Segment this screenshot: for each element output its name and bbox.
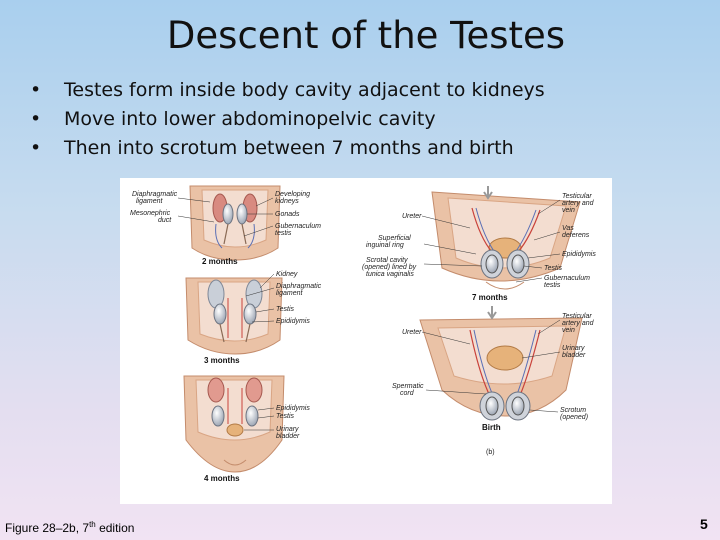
stage-3-months-drawing xyxy=(185,277,283,355)
panel-label: (b) xyxy=(486,449,495,456)
caption-edition: edition xyxy=(95,521,135,535)
bullet-item: Move into lower abdominopelvic cavity xyxy=(30,105,545,134)
descent-arrow-icon xyxy=(487,306,497,320)
label-ureter: Ureter xyxy=(402,213,422,220)
stage-2-months-drawing xyxy=(189,185,281,261)
caption-superscript: th xyxy=(89,520,96,529)
caption-text: Figure 28–2b, 7 xyxy=(5,521,90,535)
stage-label-3-months: 3 months xyxy=(204,356,240,365)
label-testis-2: Testis xyxy=(276,413,295,420)
label-gonads: Gonads xyxy=(275,211,300,218)
stage-label-birth: Birth xyxy=(482,423,501,432)
label-ureter-birth: Ureter xyxy=(402,329,422,336)
label-epididymis: Epididymis xyxy=(276,318,310,325)
page-number: 5 xyxy=(700,516,708,532)
stage-label-7-months: 7 months xyxy=(472,293,508,302)
bullet-item: Then into scrotum between 7 months and b… xyxy=(30,134,545,163)
bullet-list: Testes form inside body cavity adjacent … xyxy=(30,76,545,163)
label-testis-7m: Testis xyxy=(544,265,563,272)
label-scrotum: Scrotum(opened) xyxy=(560,407,588,421)
label-epididymis-2: Epididymis xyxy=(276,405,310,412)
stage-7-months-drawing xyxy=(431,191,581,290)
stage-4-months-drawing xyxy=(183,375,285,473)
stage-label-2-months: 2 months xyxy=(202,257,238,266)
slide-title: Descent of the Testes xyxy=(166,14,566,57)
figure-caption: Figure 28–2b, 7th edition xyxy=(5,520,134,535)
label-epididymis-7m: Epididymis xyxy=(562,251,596,258)
stage-birth-drawing xyxy=(419,317,583,421)
label-kidney: Kidney xyxy=(276,271,298,278)
bullet-item: Testes form inside body cavity adjacent … xyxy=(30,76,545,105)
descent-arrow-icon xyxy=(483,186,493,200)
label-testis: Testis xyxy=(276,306,295,313)
stage-label-4-months: 4 months xyxy=(204,474,240,483)
